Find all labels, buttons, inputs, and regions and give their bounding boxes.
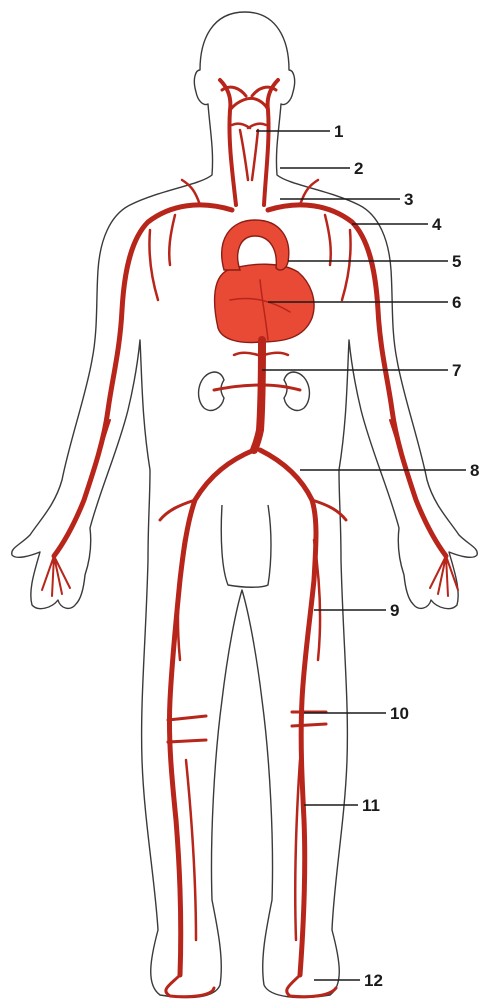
label-2: 2 [354,159,363,178]
label-6: 6 [452,293,461,312]
label-9: 9 [390,601,399,620]
label-1: 1 [334,122,343,141]
label-5: 5 [452,252,461,271]
label-7: 7 [452,361,461,380]
label-11: 11 [362,796,380,815]
label-12: 12 [364,971,383,990]
pelvis-outline [221,505,271,587]
heart [215,264,314,342]
label-10: 10 [390,704,409,723]
label-3: 3 [404,190,413,209]
label-4: 4 [432,215,442,234]
label-8: 8 [470,461,479,480]
